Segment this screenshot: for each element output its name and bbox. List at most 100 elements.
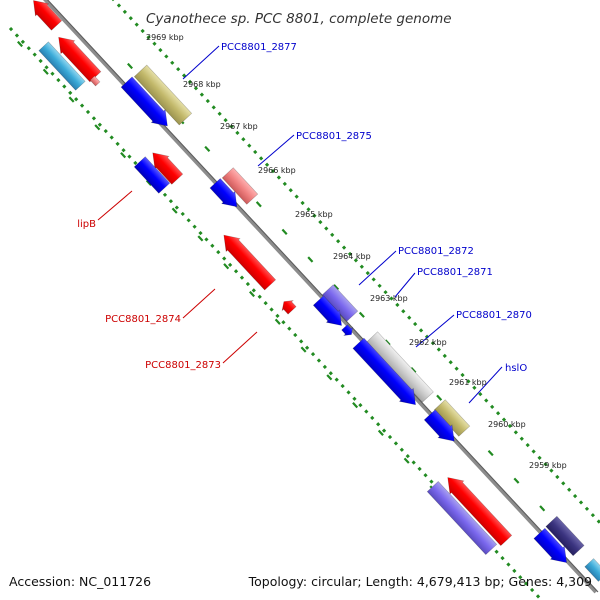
red-reverse-gene[interactable]	[441, 471, 513, 547]
blue-forward-gene[interactable]	[423, 408, 461, 447]
pink-forward-gene-shape	[221, 167, 259, 205]
reverse-track-tick	[68, 96, 75, 103]
accession-text: Accession: NC_011726	[9, 574, 152, 589]
leader-line-layer	[97, 45, 503, 404]
blue-forward-gene[interactable]	[351, 337, 422, 411]
label-leader-line	[394, 272, 416, 298]
tick-label-2961: 2961 kbp	[449, 378, 487, 387]
gene-label-pcc8801-2871[interactable]: PCC8801_2871	[417, 267, 493, 278]
forward-track-tick	[384, 339, 391, 346]
lightblue-reverse-gene-shape	[38, 41, 86, 91]
reverse-track-tick	[249, 290, 255, 298]
forward-track-tick	[358, 311, 365, 318]
reverse-track-tick	[326, 374, 333, 381]
blue-forward-gene-shape	[209, 178, 238, 208]
forward-track-tick	[127, 62, 133, 70]
pink-reverse-gene-small-shape	[89, 75, 101, 87]
gene-label-pcc8801-2875[interactable]: PCC8801_2875	[296, 131, 372, 142]
forward-track-tick	[204, 145, 211, 153]
tick-label-2967: 2967 kbp	[220, 122, 258, 131]
red-reverse-gene[interactable]	[52, 31, 103, 83]
gene-label-pcc8801-2872[interactable]: PCC8801_2872	[398, 246, 474, 257]
tick-label-2969: 2969 kbp	[146, 33, 184, 42]
forward-track-tick	[487, 449, 494, 457]
red-reverse-gene-small[interactable]	[278, 296, 297, 315]
blue-forward-gene[interactable]	[532, 527, 573, 569]
reverse-track-tick	[352, 402, 359, 409]
red-reverse-gene-shape	[33, 0, 63, 31]
tick-label-2964: 2964 kbp	[333, 252, 371, 261]
red-reverse-gene-small-shape	[281, 300, 297, 315]
blue-forward-gene-shape	[120, 76, 168, 127]
forward-track-tick	[436, 394, 443, 401]
tick-label-2963: 2963 kbp	[370, 294, 408, 303]
tick-label-2959: 2959 kbp	[529, 461, 567, 470]
lightblue-forward-gene[interactable]	[584, 558, 600, 582]
blue-forward-gene[interactable]	[312, 294, 348, 331]
pink-reverse-gene-small[interactable]	[89, 75, 101, 87]
label-leader-line	[468, 366, 503, 404]
purple-forward-gene[interactable]	[321, 284, 359, 322]
label-leader-line	[182, 288, 216, 319]
olive-forward-gene[interactable]	[133, 64, 193, 126]
grey-forward-gene[interactable]	[366, 331, 434, 403]
red-reverse-gene-shape	[447, 477, 513, 547]
lightblue-forward-gene-shape	[584, 558, 600, 582]
tick-label-2965: 2965 kbp	[295, 210, 333, 219]
map-title: Cyanothece sp. PCC 8801, complete genome	[146, 11, 452, 27]
label-leader-line	[415, 314, 455, 348]
lightblue-reverse-gene[interactable]	[38, 41, 86, 91]
navy-forward-gene[interactable]	[545, 515, 585, 557]
reverse-track-tick	[17, 40, 23, 48]
gene-label-layer: PCC8801_2877PCC8801_2875PCC8801_2872PCC8…	[77, 42, 532, 374]
forward-track-tick	[410, 367, 417, 374]
blue-forward-gene-shape	[352, 337, 416, 406]
tick-label-2966: 2966 kbp	[258, 166, 296, 175]
navy-forward-gene-shape	[545, 515, 585, 557]
gene-label-pcc8801-2874[interactable]: PCC8801_2874	[105, 314, 181, 325]
label-leader-line	[257, 134, 295, 167]
red-reverse-gene[interactable]	[27, 0, 63, 32]
reverse-track-tick	[274, 318, 281, 325]
topology-summary-text: Topology: circular; Length: 4,679,413 bp…	[248, 574, 592, 589]
forward-track-tick	[281, 228, 288, 235]
blue-reverse-gene[interactable]	[133, 156, 171, 194]
tick-label-layer: 2969 kbp 2968 kbp 2967 kbp 2966 kbp 2965 kbp…	[146, 33, 567, 470]
tick-label-2962: 2962 kbp	[409, 338, 447, 347]
tick-mark-layer	[17, 40, 571, 548]
gene-layer	[27, 0, 600, 582]
blue-forward-gene[interactable]	[120, 76, 175, 133]
outer-forward-dotted-track	[111, 0, 600, 526]
red-reverse-gene-shape	[58, 36, 102, 83]
red-reverse-gene-shape	[152, 152, 184, 185]
gene-label-pcc8801-2877[interactable]: PCC8801_2877	[221, 42, 297, 53]
label-leader-line	[97, 190, 133, 221]
tick-label-2968: 2968 kbp	[183, 80, 221, 89]
olive-forward-gene-shape	[433, 399, 471, 437]
forward-track-tick	[333, 284, 340, 291]
purple-reverse-gene-shape	[426, 480, 498, 556]
gene-label-pcc8801-2870[interactable]: PCC8801_2870	[456, 310, 532, 321]
purple-reverse-gene[interactable]	[426, 480, 498, 556]
reverse-track-tick	[403, 457, 410, 464]
gene-label-pcc8801-2873[interactable]: PCC8801_2873	[145, 360, 221, 371]
reverse-track-tick	[120, 152, 127, 159]
blue-forward-gene-shape	[423, 409, 455, 442]
gene-label-lipb[interactable]: lipB	[77, 219, 96, 230]
reverse-track-tick	[94, 124, 101, 131]
reverse-track-tick	[171, 207, 178, 214]
gene-label-hslo[interactable]: hslO	[505, 363, 527, 374]
red-reverse-gene[interactable]	[217, 229, 277, 292]
reverse-track-tick	[42, 68, 49, 75]
forward-track-tick	[513, 477, 520, 484]
red-reverse-gene[interactable]	[146, 146, 184, 185]
pink-forward-gene[interactable]	[221, 167, 259, 205]
blue-reverse-gene-shape	[133, 156, 171, 194]
red-reverse-gene-shape	[223, 234, 277, 291]
blue-forward-gene-small[interactable]	[340, 323, 356, 338]
purple-forward-gene-shape	[321, 284, 359, 322]
olive-forward-gene[interactable]	[433, 399, 471, 437]
blue-forward-gene[interactable]	[209, 177, 244, 213]
